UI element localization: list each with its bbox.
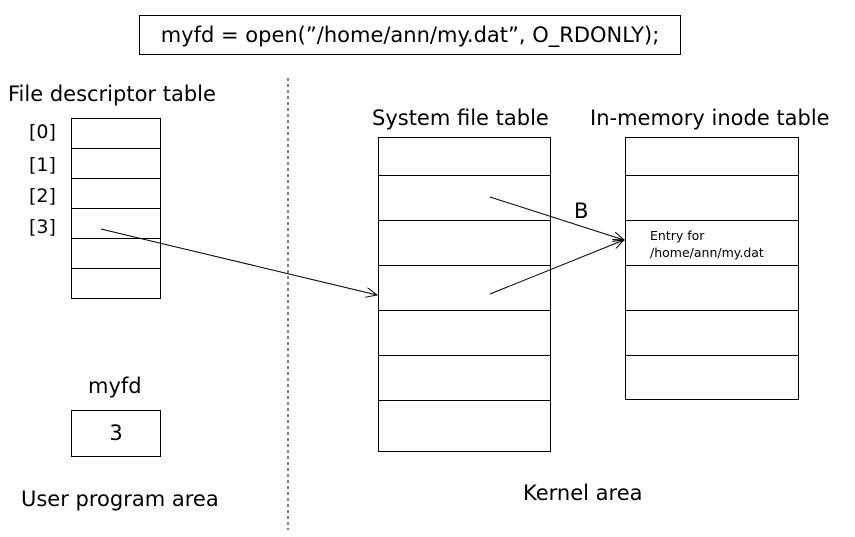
fd-row — [72, 239, 160, 269]
inode-row — [626, 311, 798, 356]
system-file-table — [378, 137, 551, 452]
sft-row — [379, 138, 550, 176]
fd-index-3: [3] — [29, 216, 56, 238]
code-statement: myfd = open(”/home/ann/my.dat”, O_RDONLY… — [139, 15, 681, 55]
inode-entry-text: Entry for /home/ann/my.dat — [650, 227, 764, 261]
inode-entry-row: Entry for /home/ann/my.dat — [626, 221, 798, 266]
fd-row — [72, 209, 160, 239]
fd-row — [72, 119, 160, 149]
myfd-value: 3 — [71, 410, 161, 457]
sft-row — [379, 311, 550, 356]
system-file-table-title: System file table — [372, 106, 549, 130]
inode-table: Entry for /home/ann/my.dat — [625, 137, 799, 400]
fd-index-2: [2] — [29, 185, 56, 207]
fd-index-1: [1] — [29, 154, 56, 176]
inode-row — [626, 266, 798, 311]
sft-row — [379, 266, 550, 311]
arrow-fd3-to-system-file-table — [100, 228, 377, 295]
inode-table-title: In-memory inode table — [590, 106, 830, 130]
inode-row — [626, 138, 798, 176]
arrow-label-b: B — [574, 199, 589, 223]
fd-table — [71, 118, 161, 299]
inode-entry-line2: /home/ann/my.dat — [650, 245, 764, 260]
fd-index-0: [0] — [29, 121, 56, 143]
user-area-label: User program area — [21, 487, 219, 511]
sft-row — [379, 221, 550, 266]
fd-row — [72, 179, 160, 209]
sft-row — [379, 356, 550, 401]
inode-row — [626, 176, 798, 221]
myfd-label: myfd — [88, 374, 142, 398]
inode-entry-line1: Entry for — [650, 228, 705, 243]
fd-row — [72, 149, 160, 179]
fd-table-title: File descriptor table — [8, 82, 216, 106]
sft-row — [379, 176, 550, 221]
arrow-sft-entry-a-to-inode — [489, 196, 624, 240]
kernel-area-label: Kernel area — [523, 481, 643, 505]
arrow-sft-entry-b-to-inode — [489, 240, 624, 295]
